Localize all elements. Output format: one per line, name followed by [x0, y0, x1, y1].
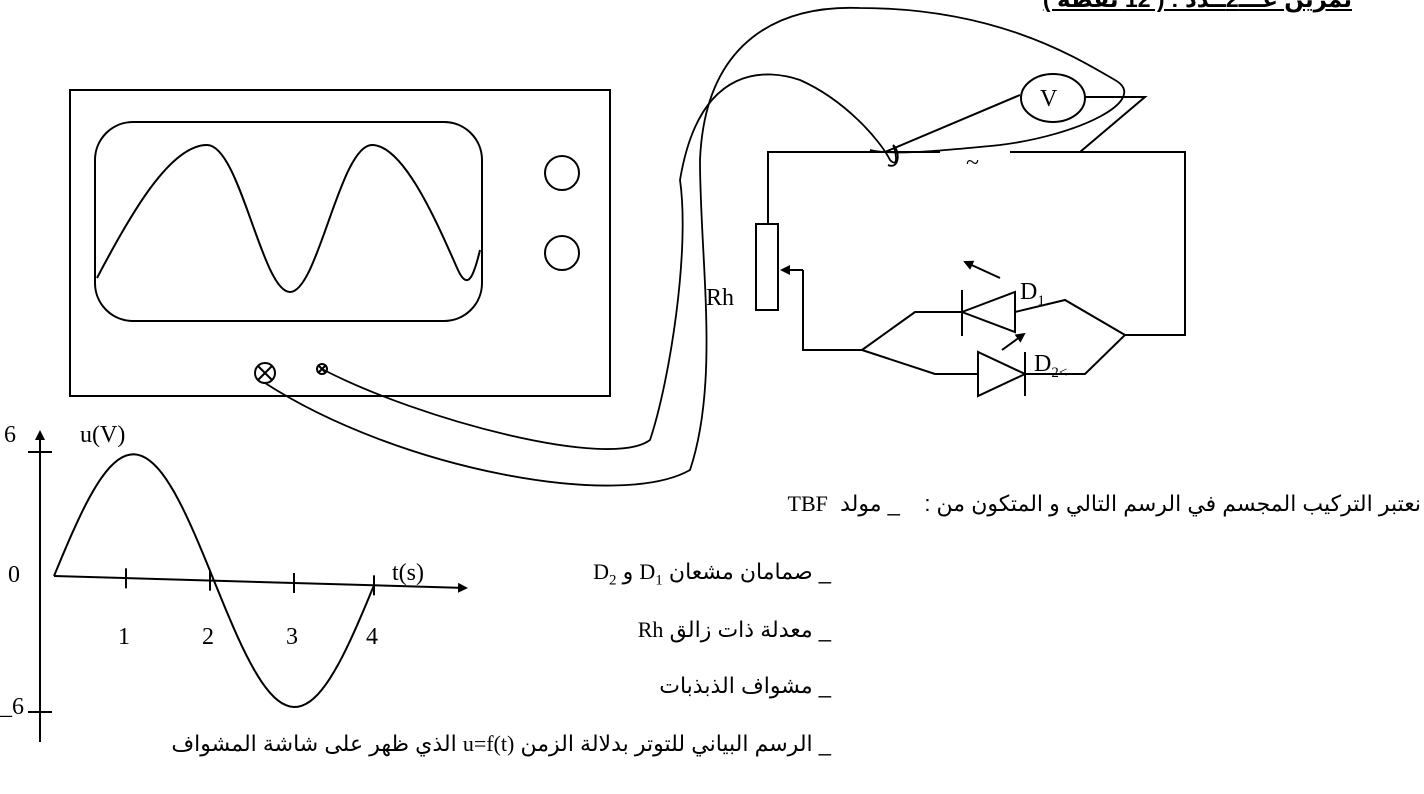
- exercise-title: تمرين عـــ2ــدد : ( 12 نقطة ): [1043, 0, 1352, 13]
- diode1-label: D1: [1020, 279, 1045, 309]
- x-tick-labels: 1 2 3 4: [118, 624, 378, 650]
- origin-label: 0: [8, 562, 20, 588]
- y-axis-label: u(V): [80, 422, 125, 448]
- rheostat: [755, 223, 779, 311]
- x-tick-label: 2: [202, 624, 214, 650]
- statement-line-5: _ الرسم البياني للتوتر بدلالة الزمن u=f(…: [171, 731, 831, 756]
- statement-line-4: _ مشواف الذبذبات: [659, 673, 831, 698]
- oscilloscope: [69, 89, 611, 397]
- screen-waveform: [96, 143, 481, 294]
- oscilloscope-knob-top: [544, 155, 580, 191]
- generator-symbol: ~: [966, 150, 979, 176]
- diode2-label: D2<: [1034, 351, 1067, 381]
- y-top-label: 6: [4, 422, 16, 448]
- u-curve: [53, 453, 375, 709]
- x-tick-label: 4: [366, 624, 378, 650]
- graph-axes: [28, 430, 468, 742]
- statement-line-3: _ معدلة ذات زالق Rh: [637, 617, 831, 642]
- oscilloscope-screen: [94, 121, 483, 322]
- x-tick-label: 3: [286, 624, 298, 650]
- x-tick-label: 1: [118, 624, 130, 650]
- statement-line-2: _ صمامان مشعان D1 و D2: [593, 559, 831, 589]
- statement-line-1: نعتبر التركيب المجسم في الرسم التالي و ا…: [787, 491, 1421, 516]
- oscilloscope-knob-bottom: [544, 235, 580, 271]
- oscilloscope-body: [69, 89, 611, 397]
- x-axis-label: t(s): [392, 560, 424, 586]
- oscilloscope-ground-terminal: [316, 363, 328, 375]
- diode-d2: [977, 332, 1028, 398]
- rheostat-label: Rh: [706, 285, 734, 311]
- circuit: [755, 73, 1186, 398]
- diode-d1: [959, 260, 1016, 336]
- voltmeter-label: V: [1040, 86, 1058, 112]
- voltmeter: [1020, 73, 1086, 123]
- connecting-leads: [264, 6, 1126, 487]
- y-bottom-label: _6: [0, 694, 24, 720]
